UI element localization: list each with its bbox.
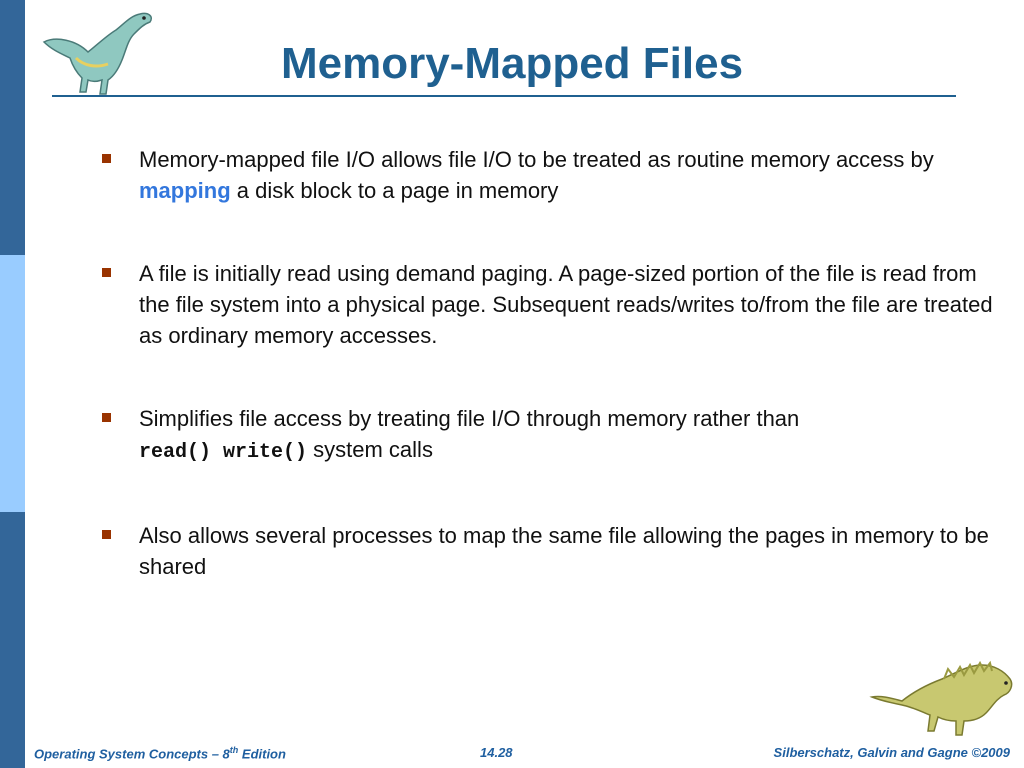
footer-course: Operating System Concepts – 8th Edition [34,745,286,761]
page-title: Memory-Mapped Files [280,39,744,88]
bullet-text-after: a disk block to a page in memory [230,178,559,203]
bullet-text-before: Simplifies file access by treating file … [139,406,800,431]
bullet-item: Also allows several processes to map the… [100,520,1010,582]
bullet-text-before: Memory-mapped file I/O allows file I/O t… [139,147,934,172]
bullet-item: Simplifies file access by treating file … [100,403,1010,468]
footer-course-text: Operating System Concepts – 8 [34,746,230,762]
square-bullet-icon [102,268,111,277]
footer-course-sup: th [229,745,239,755]
footer-slide-number: 14.28 [480,745,513,760]
sidebar-band-top [0,0,25,255]
bullet-text: Also allows several processes to map the… [139,523,989,579]
sidebar-band-middle [0,255,25,512]
square-bullet-icon [102,413,111,422]
sidebar-band-bottom [0,512,25,768]
bullet-item: Memory-mapped file I/O allows file I/O t… [100,144,1010,206]
square-bullet-icon [102,530,111,539]
code-syscalls: read() write() [139,441,308,464]
bullet-text-after: system calls [307,437,433,462]
bullet-item: A file is initially read using demand pa… [100,258,1010,351]
footer-course-tail: Edition [238,746,286,762]
dinosaur-bottom-image [869,660,1013,736]
dinosaur-top-image [42,12,152,95]
square-bullet-icon [102,154,111,163]
bullet-list: Memory-mapped file I/O allows file I/O t… [100,144,1010,634]
footer-authors: Silberschatz, Galvin and Gagne ©2009 [773,745,1010,760]
title-divider [52,95,956,97]
bullet-text: A file is initially read using demand pa… [139,261,993,348]
highlighted-term: mapping [139,178,231,203]
